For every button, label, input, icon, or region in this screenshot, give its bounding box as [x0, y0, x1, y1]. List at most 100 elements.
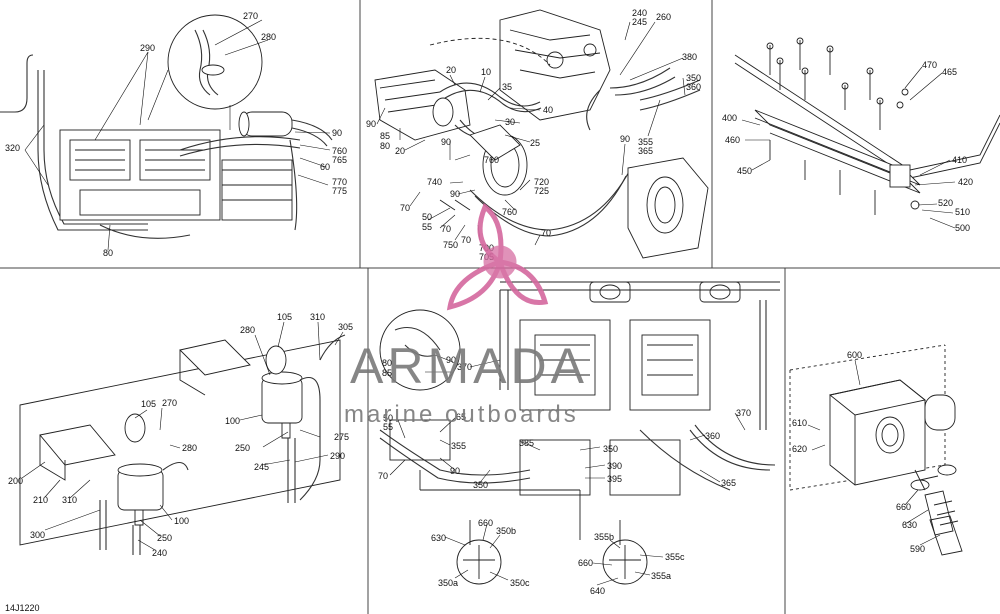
svg-text:270: 270: [162, 398, 177, 408]
svg-text:775: 775: [332, 186, 347, 196]
svg-text:350: 350: [686, 73, 701, 83]
svg-text:10: 10: [481, 67, 491, 77]
svg-text:380: 380: [682, 52, 697, 62]
watermark-tagline: marine outboards: [344, 401, 579, 428]
svg-text:90: 90: [620, 134, 630, 144]
svg-text:660: 660: [578, 558, 593, 568]
svg-text:660: 660: [896, 502, 911, 512]
svg-text:355: 355: [638, 137, 653, 147]
svg-text:355: 355: [451, 441, 466, 451]
propeller-logo: [446, 203, 549, 311]
svg-text:370: 370: [457, 362, 472, 372]
svg-text:350c: 350c: [510, 578, 530, 588]
svg-text:590: 590: [910, 544, 925, 554]
svg-text:280: 280: [240, 325, 255, 335]
svg-text:660: 660: [478, 518, 493, 528]
svg-text:760: 760: [484, 155, 499, 165]
svg-text:105: 105: [141, 399, 156, 409]
svg-text:85: 85: [382, 368, 392, 378]
svg-text:640: 640: [590, 586, 605, 596]
svg-text:370: 370: [736, 408, 751, 418]
svg-text:80: 80: [103, 248, 113, 258]
panel-manifold: 240 245 260 380 350 360 355 365 20 10 35…: [366, 8, 709, 262]
svg-text:100: 100: [225, 416, 240, 426]
svg-text:65: 65: [456, 412, 466, 422]
svg-text:420: 420: [958, 177, 973, 187]
svg-text:245: 245: [254, 462, 269, 472]
svg-text:55: 55: [383, 422, 393, 432]
watermark: ARMADA marine outboards: [344, 203, 584, 428]
svg-text:450: 450: [737, 166, 752, 176]
svg-text:410: 410: [952, 155, 967, 165]
svg-text:70: 70: [441, 224, 451, 234]
svg-text:90: 90: [450, 466, 460, 476]
svg-text:360: 360: [705, 431, 720, 441]
svg-text:310: 310: [310, 312, 325, 322]
svg-text:85: 85: [380, 131, 390, 141]
svg-text:300: 300: [30, 530, 45, 540]
svg-text:245: 245: [632, 17, 647, 27]
svg-text:395: 395: [607, 474, 622, 484]
svg-text:600: 600: [847, 350, 862, 360]
panel-pump-unit: 600 610 620 660 630 590: [789, 344, 963, 556]
svg-text:520: 520: [938, 198, 953, 208]
svg-text:400: 400: [722, 113, 737, 123]
svg-text:60: 60: [320, 162, 330, 172]
svg-text:210: 210: [33, 495, 48, 505]
svg-text:260: 260: [656, 12, 671, 22]
svg-text:360: 360: [686, 82, 701, 92]
svg-text:270: 270: [243, 11, 258, 21]
svg-text:510: 510: [955, 207, 970, 217]
svg-text:765: 765: [332, 155, 347, 165]
svg-text:80: 80: [382, 358, 392, 368]
svg-text:760: 760: [502, 207, 517, 217]
svg-text:80: 80: [380, 141, 390, 151]
svg-text:90: 90: [366, 119, 376, 129]
svg-text:350: 350: [473, 480, 488, 490]
svg-text:90: 90: [450, 189, 460, 199]
svg-text:35: 35: [502, 82, 512, 92]
svg-text:105: 105: [277, 312, 292, 322]
svg-text:40: 40: [543, 105, 553, 115]
svg-text:630: 630: [902, 520, 917, 530]
svg-text:385: 385: [519, 438, 534, 448]
svg-text:50: 50: [383, 413, 393, 423]
svg-text:280: 280: [182, 443, 197, 453]
svg-text:290: 290: [140, 43, 155, 53]
svg-text:725: 725: [534, 186, 549, 196]
svg-text:25: 25: [530, 138, 540, 148]
drawing-reference: 14J1220: [5, 603, 40, 613]
svg-text:355c: 355c: [665, 552, 685, 562]
svg-text:290: 290: [330, 451, 345, 461]
svg-text:250: 250: [235, 443, 250, 453]
svg-text:350: 350: [603, 444, 618, 454]
svg-text:20: 20: [446, 65, 456, 75]
svg-text:355b: 355b: [594, 532, 614, 542]
panel-reservoirs: 105 310 305 280 100 250 245 275 290 105 …: [8, 312, 353, 558]
svg-text:250: 250: [157, 533, 172, 543]
svg-text:350a: 350a: [438, 578, 458, 588]
svg-text:240: 240: [632, 8, 647, 18]
svg-text:350b: 350b: [496, 526, 516, 536]
svg-text:70: 70: [400, 203, 410, 213]
svg-text:470: 470: [922, 60, 937, 70]
svg-text:770: 770: [332, 177, 347, 187]
svg-text:355a: 355a: [651, 571, 671, 581]
svg-text:30: 30: [505, 117, 515, 127]
svg-text:465: 465: [942, 67, 957, 77]
svg-text:90: 90: [446, 355, 456, 365]
svg-text:320: 320: [5, 143, 20, 153]
svg-text:50: 50: [422, 212, 432, 222]
svg-text:720: 720: [534, 177, 549, 187]
svg-text:620: 620: [792, 444, 807, 454]
panel-engine-side: 270 280 290 320 80 90 760 765 60 770 775: [0, 11, 347, 258]
svg-text:610: 610: [792, 418, 807, 428]
svg-text:760: 760: [332, 146, 347, 156]
panel-mounting-plate: 470 465 400 460 450 410 420 520 510 500: [722, 37, 1000, 233]
svg-text:100: 100: [174, 516, 189, 526]
svg-text:310: 310: [62, 495, 77, 505]
svg-text:390: 390: [607, 461, 622, 471]
svg-text:70: 70: [378, 471, 388, 481]
svg-text:90: 90: [441, 137, 451, 147]
